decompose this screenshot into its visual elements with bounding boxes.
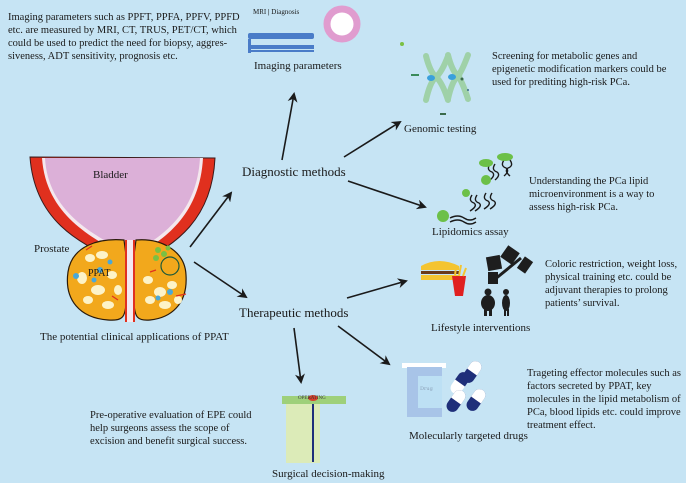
lipid-molecules-icon: [437, 153, 513, 225]
diagnostic-methods-label: Diagnostic methods: [242, 164, 346, 179]
molecularly-targeted-drugs-title: Molecularly targeted drugs: [409, 430, 528, 442]
arrow-to-diagnostic: [189, 191, 233, 248]
diagnosis-text: Diagnosis: [271, 8, 300, 16]
lipidomics-assay-title: Lipidomics assay: [432, 226, 509, 238]
burger-fries-icon: [421, 261, 467, 296]
genomic-description: Screening for metabolic genes and epigen…: [492, 51, 667, 88]
genomic-testing-title: Genomic testing: [404, 123, 477, 135]
lipidomics-description: Understanding the PCa lipid microenviron…: [529, 176, 655, 213]
arrow-to-lifestyle: [346, 278, 408, 299]
arrow-to-surgical: [293, 327, 305, 384]
surgical-description: Pre-operative evaluation of EPE could he…: [90, 410, 252, 447]
dumbbell-icon: [485, 245, 534, 284]
bladder-label: Bladder: [93, 169, 128, 181]
prostate-label: Prostate: [34, 243, 70, 255]
lifestyle-interventions-title: Lifestyle interventions: [431, 322, 531, 334]
imaging-description: Imaging parameters such as PPFT, PPFA, P…: [8, 12, 240, 62]
drug-label: Drug: [420, 386, 433, 392]
drugs-description: Trageting effector molecules such as fac…: [527, 368, 681, 431]
arrow-to-genomic: [343, 120, 402, 158]
arrow-to-drugs: [337, 325, 391, 366]
mri-diagnosis-icon-label: MRI | Diagnosis: [253, 8, 300, 16]
operating-room-icon: [282, 395, 346, 463]
prostate-illustration: [66, 239, 187, 322]
drug-bottle-icon: [402, 363, 446, 417]
arrow-to-imaging: [281, 92, 298, 161]
arrow-to-therapeutic: [193, 261, 248, 299]
chromosome-icon: [423, 52, 471, 103]
operating-label: OPERATING: [298, 396, 326, 401]
mri-text: MRI: [253, 8, 267, 16]
center-caption: The potential clinical applications of P…: [40, 331, 229, 343]
imaging-parameters-title: Imaging parameters: [254, 60, 342, 72]
surgical-decision-making-title: Surgical decision-making: [272, 468, 385, 480]
bladder-illustration: [29, 156, 216, 301]
therapeutic-methods-label: Therapeutic methods: [239, 305, 349, 320]
people-weight-loss-icon: [481, 288, 510, 316]
arrow-to-lipidomics: [347, 180, 427, 210]
lifestyle-description: Coloric restriction, weight loss, physic…: [545, 259, 678, 309]
pills-icon: [446, 361, 486, 412]
mri-scanner-icon: [248, 5, 361, 53]
ppat-label: PPAT: [88, 268, 111, 279]
